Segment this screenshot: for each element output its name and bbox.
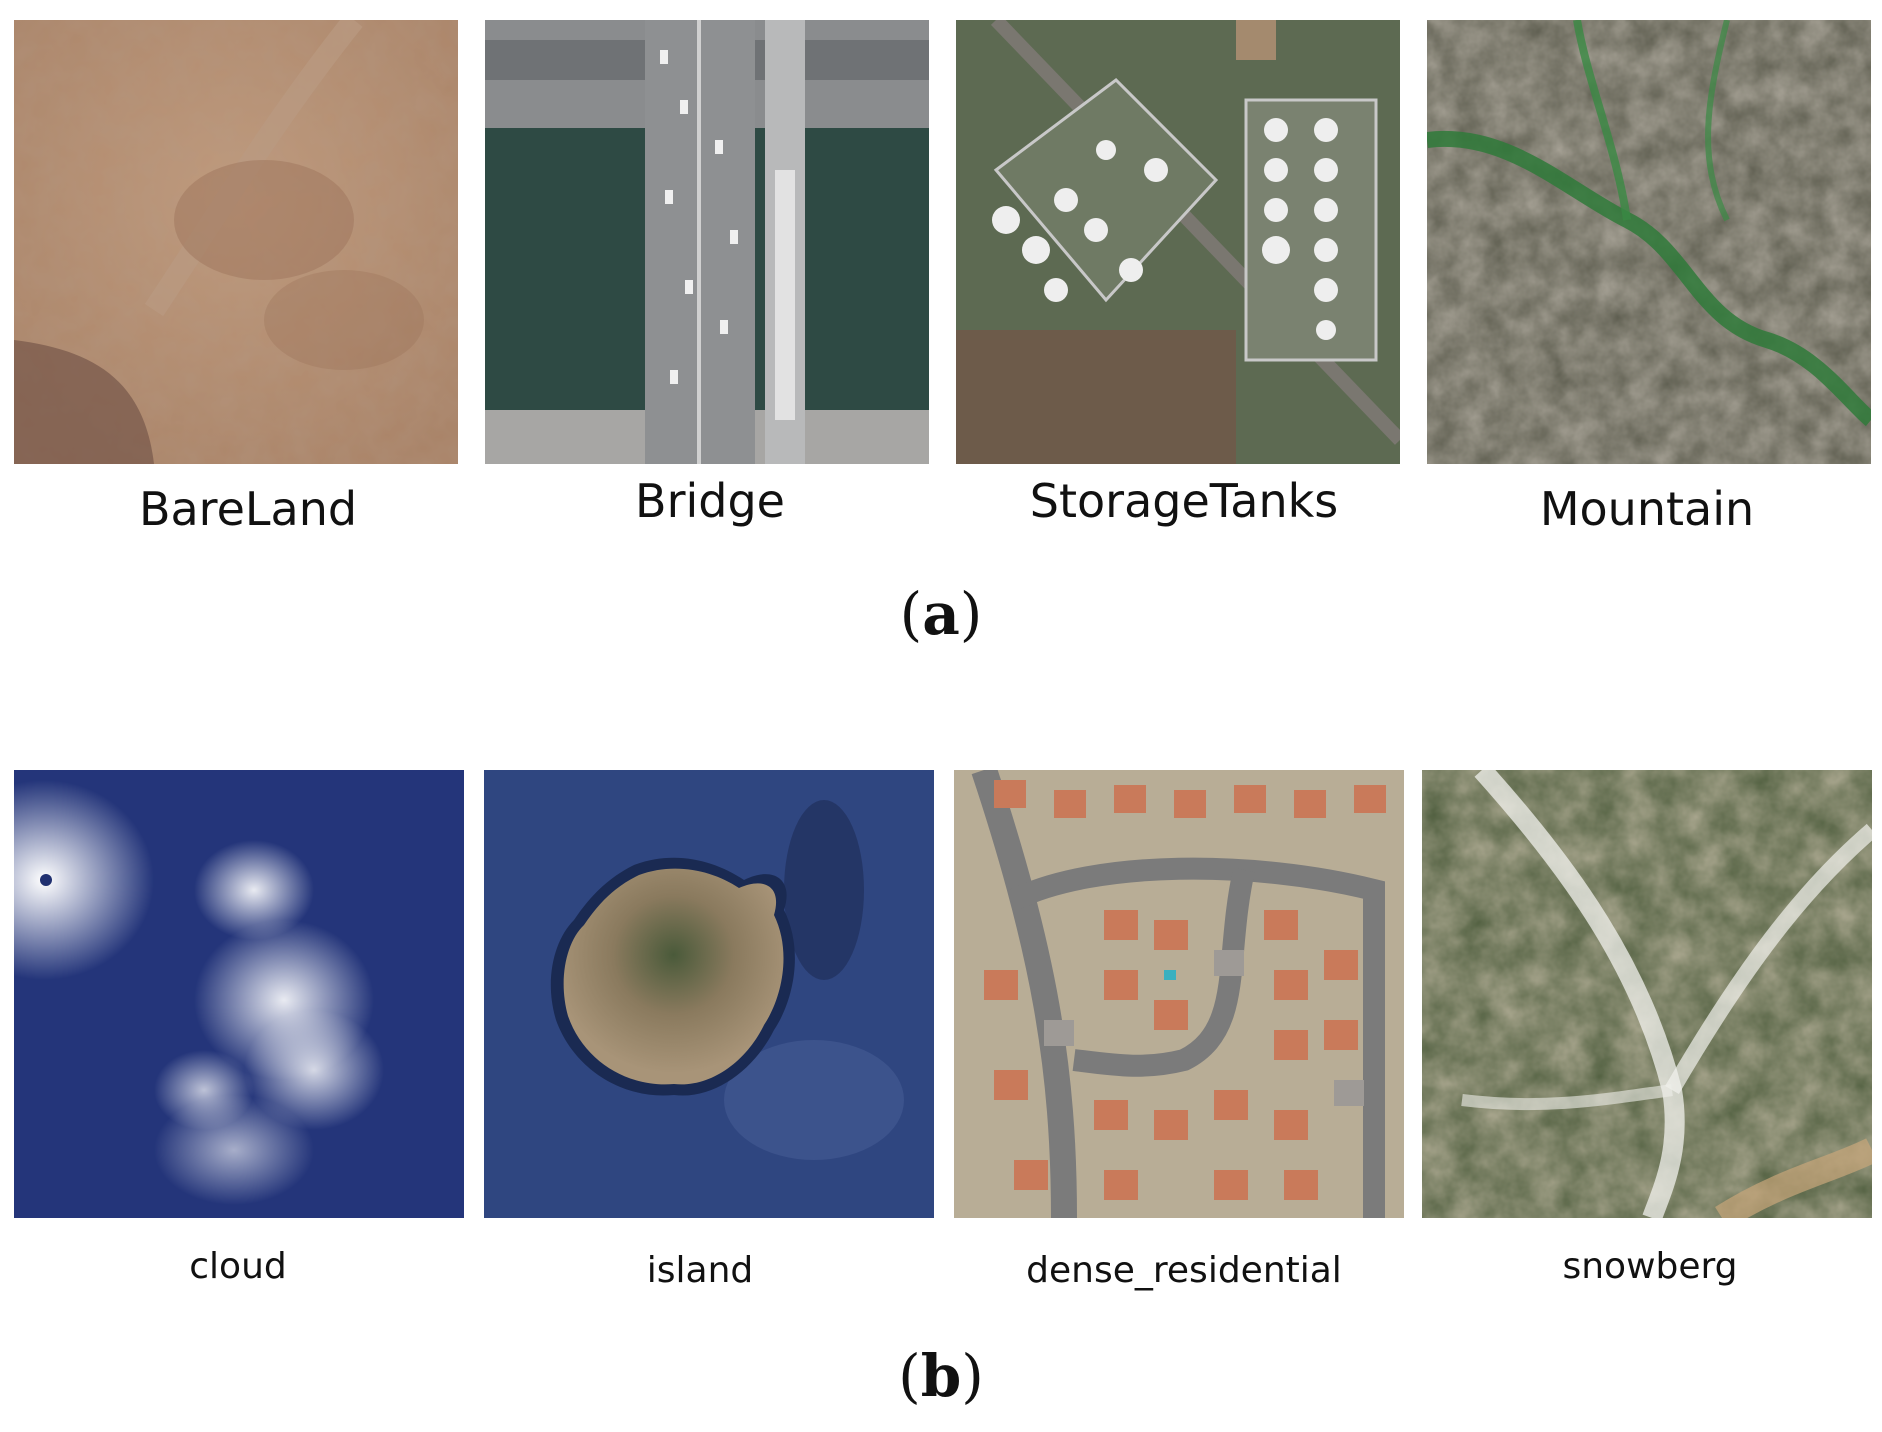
caption-bridge: Bridge (635, 474, 785, 528)
caption-storagetanks: StorageTanks (1029, 474, 1339, 528)
snowberg-image (1422, 770, 1872, 1218)
caption-cloud: cloud (189, 1246, 287, 1287)
island-image (484, 770, 934, 1218)
caption-snowberg: snowberg (1562, 1246, 1738, 1287)
dense-residential-image (954, 770, 1404, 1218)
bareland-image (14, 20, 458, 464)
storagetanks-image (956, 20, 1400, 464)
caption-island: island (646, 1250, 754, 1291)
cloud-image (14, 770, 464, 1218)
caption-mountain: Mountain (1539, 482, 1755, 536)
panel-label-b: (b) (898, 1342, 984, 1410)
panel-label-a: (a) (899, 580, 983, 648)
mountain-image (1427, 20, 1871, 464)
bridge-image (485, 20, 929, 464)
caption-bareland: BareLand (138, 482, 358, 536)
caption-dense-residential: dense_residential (1026, 1250, 1342, 1291)
